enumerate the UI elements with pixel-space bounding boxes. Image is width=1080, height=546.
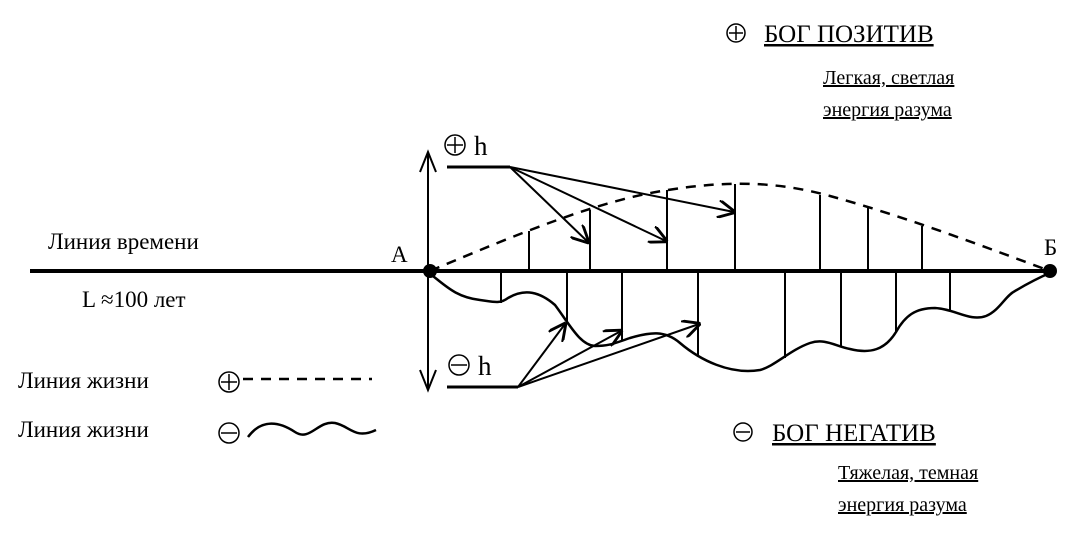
circled-minus-icon (733, 422, 753, 442)
positive-life-line (429, 182, 1051, 273)
legend-label: Линия жизни (18, 417, 149, 442)
legend-negative: Линия жизни (18, 417, 377, 444)
point-b-label: Б (1044, 235, 1057, 260)
legend-wavy-line (246, 421, 377, 438)
circled-plus-icon (444, 134, 466, 156)
positive-desc-2: энергия разума (823, 99, 952, 121)
duration-label: L ≈100 лет (82, 287, 186, 312)
circled-minus-icon (218, 422, 240, 444)
negative-heading: БОГ НЕГАТИВ Тяжелая, темная энергия разу… (733, 420, 978, 516)
time-line-label: Линия времени (48, 229, 199, 254)
arrow-down-icon (419, 369, 437, 393)
positive-desc-1: Легкая, светлая (823, 67, 954, 89)
circled-plus-icon (218, 371, 240, 393)
circled-minus-icon (448, 354, 470, 376)
negative-desc-2: энергия разума (838, 494, 967, 516)
positive-title: БОГ ПОЗИТИВ (764, 21, 934, 48)
negative-desc-1: Тяжелая, темная (838, 462, 978, 484)
point-a-label: А (391, 242, 408, 267)
positive-heading: БОГ ПОЗИТИВ Легкая, светлая энергия разу… (726, 21, 954, 121)
negative-arrows (517, 324, 699, 388)
negative-title: БОГ НЕГАТИВ (772, 420, 936, 447)
legend-label: Линия жизни (18, 368, 149, 393)
circled-plus-icon (726, 23, 746, 43)
negative-life-line (428, 270, 1053, 373)
arrow-up-icon (419, 149, 437, 173)
plus-h-label: h (474, 131, 488, 161)
positive-verticals (528, 184, 923, 271)
positive-arrows (509, 166, 734, 242)
minus-h-label: h (478, 351, 492, 381)
legend-positive: Линия жизни (18, 368, 372, 393)
